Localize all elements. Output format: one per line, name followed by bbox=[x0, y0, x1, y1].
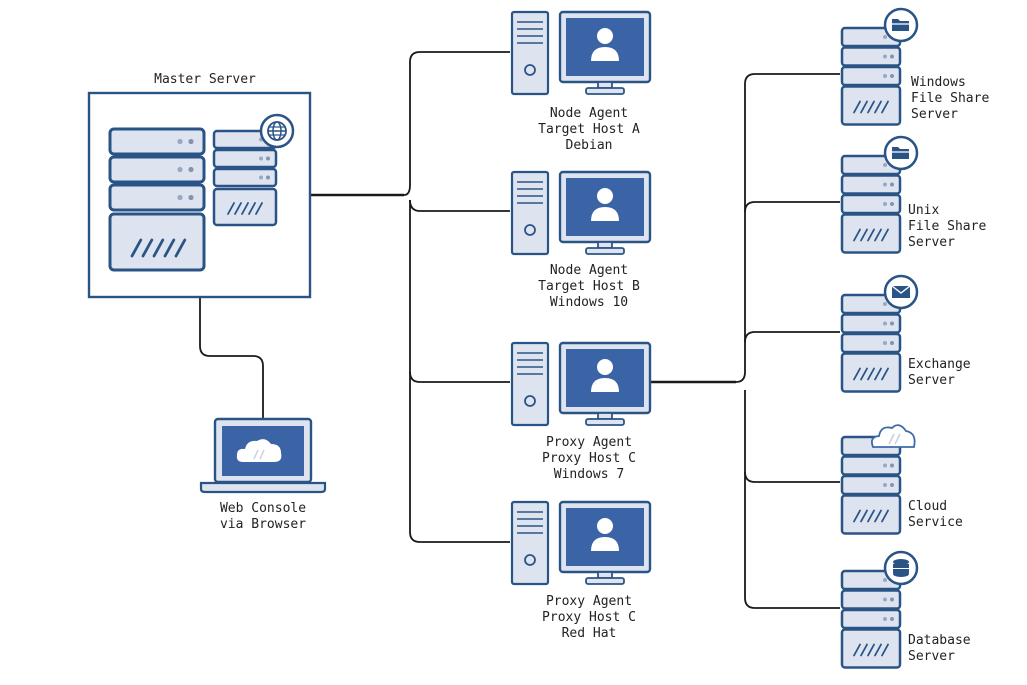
target-database-label-line: Server bbox=[908, 649, 955, 664]
target-unix-share-label-line: File Share bbox=[908, 219, 987, 234]
target-unix-share-server bbox=[840, 135, 919, 254]
web-console-label-line: Web Console bbox=[219, 501, 307, 516]
host-a-workstation bbox=[510, 10, 652, 96]
master-secondary-rack bbox=[212, 113, 295, 227]
host-d-label-line: Red Hat bbox=[561, 626, 617, 641]
target-unix-share-label-line: Server bbox=[908, 235, 955, 250]
target-unix-share-label-line: Unix bbox=[908, 203, 940, 218]
host-d-workstation bbox=[510, 500, 652, 586]
user-icon bbox=[591, 518, 619, 551]
host-a-label-line: Target Host A bbox=[538, 122, 640, 137]
user-icon bbox=[591, 28, 619, 61]
host-c-label-line: Proxy Host C bbox=[542, 451, 636, 466]
target-cloud-wire bbox=[744, 390, 840, 483]
host-c-wire bbox=[409, 200, 510, 383]
cloud-icon bbox=[870, 424, 916, 448]
host-d-label-line: Proxy Host C bbox=[542, 610, 636, 625]
target-windows-share-label-line: Windows bbox=[911, 75, 966, 90]
target-windows-wire bbox=[735, 73, 840, 383]
envelope-icon bbox=[883, 274, 919, 310]
host-b-wire bbox=[409, 199, 510, 212]
target-database-label-line: Database bbox=[908, 633, 971, 648]
target-exchange-label-line: Server bbox=[908, 373, 955, 388]
cloud-icon bbox=[236, 439, 282, 462]
globe-icon bbox=[259, 113, 295, 149]
master-server-label: Master Server bbox=[154, 72, 256, 87]
host-c-label-line: Proxy Agent bbox=[545, 435, 633, 450]
master-to-console-wire bbox=[199, 297, 264, 418]
target-windows-share-label-line: File Share bbox=[911, 91, 990, 106]
target-database-server bbox=[840, 550, 919, 669]
folder-icon bbox=[883, 7, 919, 43]
target-cloud-server bbox=[840, 424, 916, 535]
host-b-label-line: Node Agent bbox=[549, 263, 629, 278]
host-b-label-line: Windows 10 bbox=[549, 295, 629, 310]
host-d-label-line: Proxy Agent bbox=[545, 594, 633, 609]
target-database-wire bbox=[744, 472, 840, 609]
target-exchange-label-line: Exchange bbox=[908, 357, 971, 372]
host-b-label-line: Target Host B bbox=[538, 279, 640, 294]
user-icon bbox=[591, 359, 619, 392]
web-console-label-line: via Browser bbox=[219, 517, 307, 532]
target-unix-wire bbox=[744, 201, 840, 213]
target-exchange-server bbox=[840, 274, 919, 393]
target-cloud-label-line: Service bbox=[908, 515, 963, 530]
host-a-label-line: Debian bbox=[565, 138, 613, 153]
master-server bbox=[87, 91, 312, 299]
target-exchange-wire bbox=[744, 331, 840, 343]
user-icon bbox=[591, 188, 619, 221]
host-a-label-line: Node Agent bbox=[549, 106, 629, 121]
connectors bbox=[199, 51, 840, 609]
target-windows-share-server bbox=[840, 7, 919, 126]
folder-icon bbox=[883, 135, 919, 171]
target-windows-share-label-line: Server bbox=[911, 107, 958, 122]
host-b-workstation bbox=[510, 170, 652, 256]
database-icon bbox=[883, 550, 919, 586]
host-d-wire bbox=[409, 372, 510, 543]
web-console-laptop bbox=[199, 417, 327, 494]
master-main-rack bbox=[108, 127, 206, 272]
host-c-workstation bbox=[510, 341, 652, 427]
host-a-wire bbox=[403, 51, 510, 196]
target-cloud-label-line: Cloud bbox=[908, 499, 948, 514]
nodes bbox=[87, 7, 919, 669]
host-c-label-line: Windows 7 bbox=[553, 467, 625, 482]
